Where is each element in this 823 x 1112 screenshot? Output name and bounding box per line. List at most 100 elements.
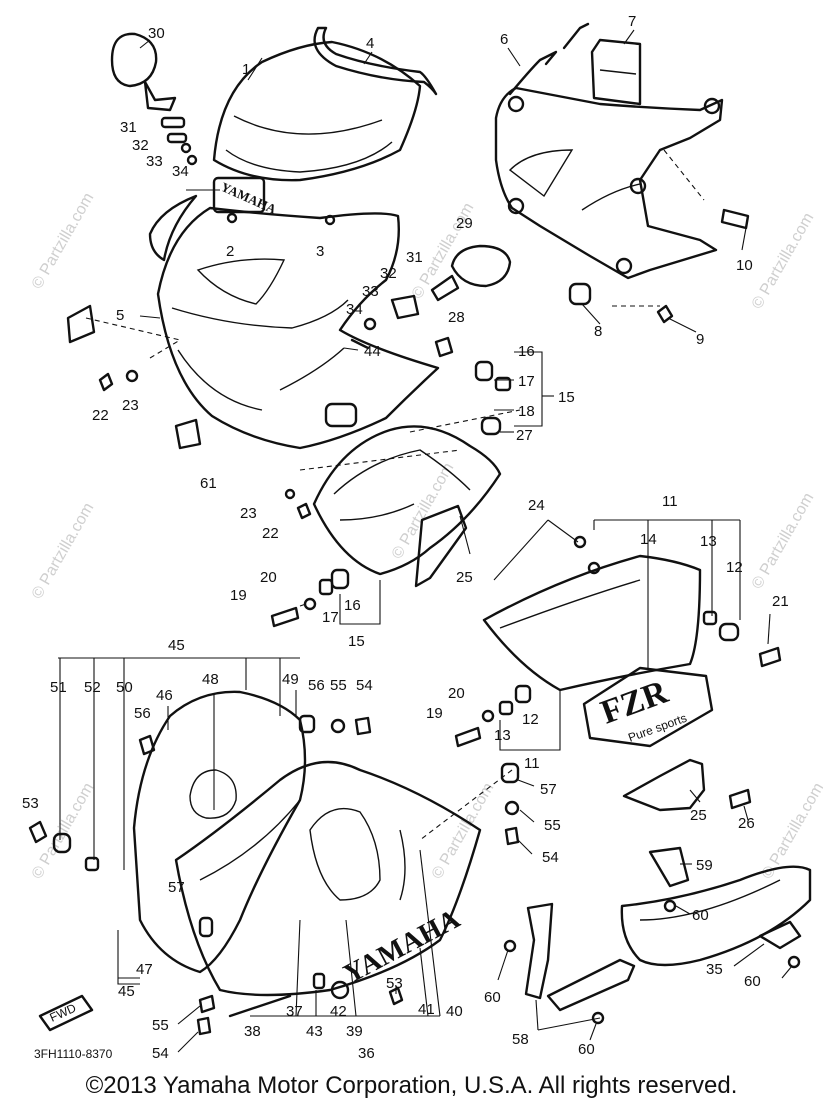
watermark: © Partzilla.com xyxy=(749,490,818,592)
callout-51: 51 xyxy=(50,679,67,696)
callout-23: 23 xyxy=(122,397,139,414)
callout-13: 13 xyxy=(700,533,717,550)
cowling-stay-assembly xyxy=(363,22,750,331)
callout-1: 1 xyxy=(242,61,250,78)
callout-24: 24 xyxy=(528,497,545,514)
callout-56b: 56 xyxy=(308,677,325,694)
callout-53b: 53 xyxy=(386,975,403,992)
callout-16b: 16 xyxy=(344,597,361,614)
callout-57b: 57 xyxy=(168,879,185,896)
callout-56: 56 xyxy=(134,705,151,722)
callout-12b: 12 xyxy=(522,711,539,728)
callout-38: 38 xyxy=(244,1023,261,1040)
upper-cowling-assembly: YAMAHA xyxy=(66,26,440,450)
callout-33b: 33 xyxy=(362,283,379,300)
callout-45: 45 xyxy=(168,637,185,654)
inner-panel-assembly xyxy=(270,336,512,628)
callout-15b: 15 xyxy=(348,633,365,650)
watermark: © Partzilla.com xyxy=(749,210,818,312)
callout-60: 60 xyxy=(692,907,709,924)
callout-54: 54 xyxy=(356,677,373,694)
callout-20: 20 xyxy=(260,569,277,586)
callout-27: 27 xyxy=(516,427,533,444)
callout-21: 21 xyxy=(772,593,789,610)
callout-22: 22 xyxy=(92,407,109,424)
callout-54c: 54 xyxy=(152,1045,169,1062)
callout-26: 26 xyxy=(738,815,755,832)
watermark: © Partzilla.com xyxy=(29,190,98,292)
callout-47: 47 xyxy=(136,961,153,978)
callout-52: 52 xyxy=(84,679,101,696)
callout-12: 12 xyxy=(726,559,743,576)
callout-37: 37 xyxy=(286,1003,303,1020)
callout-19: 19 xyxy=(230,587,247,604)
callout-25b: 25 xyxy=(690,807,707,824)
drawing-code: 3FH1110-8370 xyxy=(34,1047,113,1061)
callout-39: 39 xyxy=(346,1023,363,1040)
fwd-label: FWD xyxy=(48,1001,79,1025)
callout-61: 61 xyxy=(200,475,217,492)
callout-33: 33 xyxy=(146,153,163,170)
callout-44: 44 xyxy=(364,343,381,360)
callout-19b: 19 xyxy=(426,705,443,722)
callout-50: 50 xyxy=(116,679,133,696)
callout-49: 49 xyxy=(282,671,299,688)
callout-8: 8 xyxy=(594,323,602,340)
callout-48: 48 xyxy=(202,671,219,688)
callout-35: 35 xyxy=(706,961,723,978)
copyright-footer: ©2013 Yamaha Motor Corporation, U.S.A. A… xyxy=(85,1072,738,1099)
callout-20b: 20 xyxy=(448,685,465,702)
callout-3: 3 xyxy=(316,243,324,260)
callout-23b: 23 xyxy=(240,505,257,522)
watermark: © Partzilla.com xyxy=(29,500,98,602)
callout-55c: 55 xyxy=(152,1017,169,1034)
callout-60b: 60 xyxy=(744,973,761,990)
callout-60c: 60 xyxy=(484,989,501,1006)
callout-40: 40 xyxy=(446,1003,463,1020)
callout-17: 17 xyxy=(518,373,535,390)
callout-55b: 55 xyxy=(544,817,561,834)
callout-13b: 13 xyxy=(494,727,511,744)
callout-34b: 34 xyxy=(346,301,363,318)
callout-7: 7 xyxy=(628,13,636,30)
callout-57: 57 xyxy=(540,781,557,798)
callout-16: 16 xyxy=(518,343,535,360)
callout-18: 18 xyxy=(518,403,535,420)
callout-60d: 60 xyxy=(578,1041,595,1058)
callout-58: 58 xyxy=(512,1031,529,1048)
callout-41: 41 xyxy=(418,1001,435,1018)
lower-bracket-assembly xyxy=(503,846,812,1025)
callout-55: 55 xyxy=(330,677,347,694)
leader-lines xyxy=(58,29,793,1053)
callout-25: 25 xyxy=(456,569,473,586)
callout-32: 32 xyxy=(132,137,149,154)
callout-53: 53 xyxy=(22,795,39,812)
callout-14: 14 xyxy=(640,531,657,548)
callout-54b: 54 xyxy=(542,849,559,866)
callout-2: 2 xyxy=(226,243,234,260)
callout-10: 10 xyxy=(736,257,753,274)
callout-32b: 32 xyxy=(380,265,397,282)
callout-31b: 31 xyxy=(406,249,423,266)
callout-43: 43 xyxy=(306,1023,323,1040)
callout-4: 4 xyxy=(366,35,374,52)
side-cover-assembly: FZR Pure sports xyxy=(454,535,782,812)
callout-numbers: 30 1 4 6 7 31 32 33 34 2 3 29 31 32 33 3… xyxy=(22,13,789,1062)
callout-28: 28 xyxy=(448,309,465,326)
callout-34: 34 xyxy=(172,163,189,180)
callout-46: 46 xyxy=(156,687,173,704)
callout-22b: 22 xyxy=(262,525,279,542)
callout-11: 11 xyxy=(662,493,678,510)
callout-45b: 45 xyxy=(118,983,135,1000)
callout-6: 6 xyxy=(500,31,508,48)
callout-17b: 17 xyxy=(322,609,339,626)
callout-29: 29 xyxy=(456,215,473,232)
callout-42: 42 xyxy=(330,1003,347,1020)
callout-11b: 11 xyxy=(524,755,540,772)
callout-15: 15 xyxy=(558,389,575,406)
callout-5: 5 xyxy=(116,307,124,324)
callout-36: 36 xyxy=(358,1045,375,1062)
callout-9: 9 xyxy=(696,331,704,348)
callout-30: 30 xyxy=(148,25,165,42)
